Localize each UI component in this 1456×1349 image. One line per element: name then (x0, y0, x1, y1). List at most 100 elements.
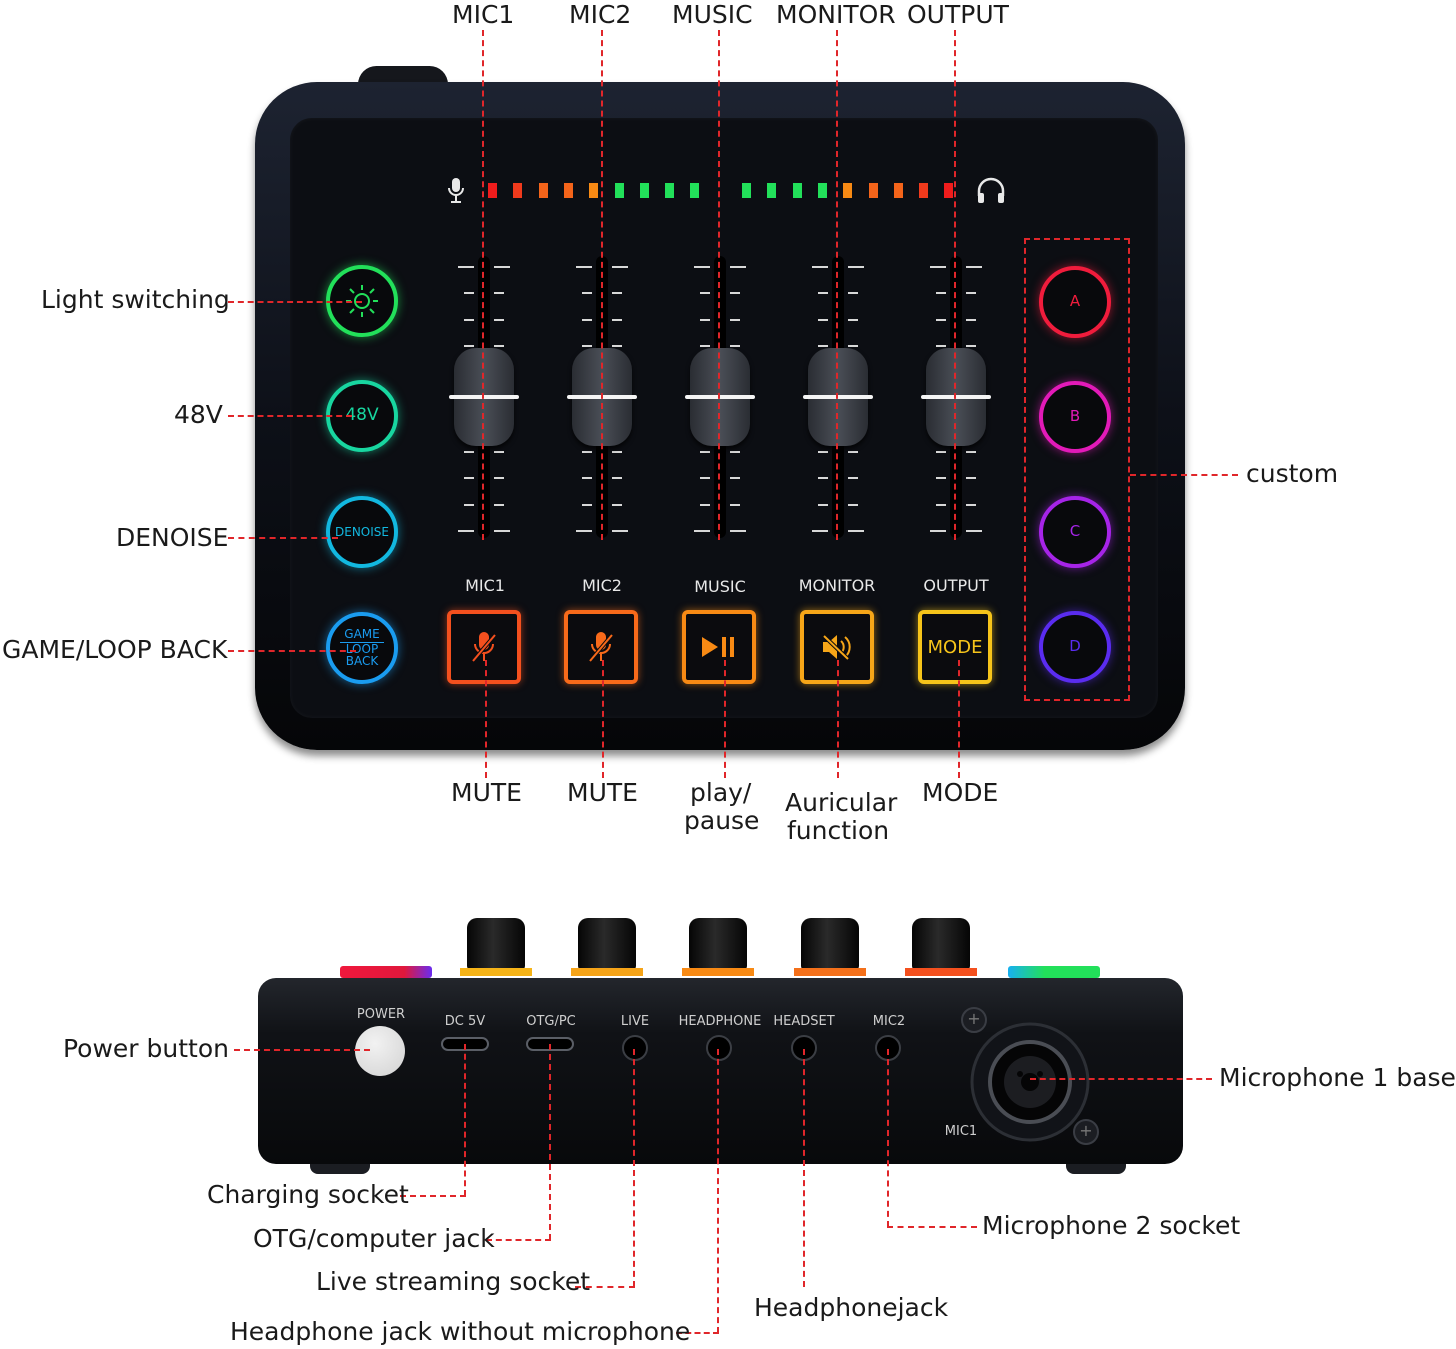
power-button[interactable] (355, 1026, 405, 1076)
microphone-icon (447, 177, 465, 209)
fader-tick (848, 318, 858, 321)
leader-mic1 (482, 30, 484, 540)
screw-icon: + (1073, 1119, 1099, 1145)
fader-tick (730, 503, 740, 506)
label-denoise: DENOISE (116, 523, 229, 552)
top-label-monitor: MONITOR (776, 0, 896, 29)
channel-label-monitor: MONITOR (798, 576, 876, 595)
foot-left (310, 1164, 370, 1174)
side-knob-base-4 (794, 968, 866, 976)
meter-led (538, 183, 548, 198)
mic1-xlr-socket[interactable] (968, 1020, 1092, 1144)
fader-tick (464, 477, 474, 480)
channel-label-music: MUSIC (694, 577, 746, 596)
live-jack[interactable] (622, 1035, 648, 1061)
leader-mute1 (485, 660, 487, 778)
mode-button[interactable]: MODE (918, 610, 992, 684)
screw-icon: + (961, 1007, 987, 1033)
fader-tick (612, 477, 622, 480)
leader-light (228, 301, 362, 303)
label-charging-socket: Charging socket (207, 1180, 409, 1209)
fader-tick (936, 450, 946, 453)
headphones-icon (976, 177, 1006, 208)
fader-tick (936, 503, 946, 506)
label-mute-2: MUTE (567, 778, 638, 807)
fader-tick (494, 450, 504, 453)
custom-a-button[interactable]: A (1039, 266, 1111, 338)
fader-tick (694, 266, 710, 268)
custom-d-button[interactable]: D (1039, 611, 1111, 683)
leader-mic1-base (1030, 1078, 1212, 1080)
fader-tick (494, 318, 504, 321)
fader-tick (966, 530, 982, 532)
meter-led (614, 183, 624, 198)
port-label-dc5v: DC 5V (444, 1014, 486, 1029)
label-custom: custom (1246, 459, 1339, 488)
fader-tick (612, 292, 622, 295)
fader-tick (464, 450, 474, 453)
top-label-mic1: MIC1 (452, 0, 515, 29)
side-knob-base-5 (905, 968, 977, 976)
fader-tick (612, 503, 622, 506)
label-game-loopback: GAME/LOOP BACK (2, 635, 228, 664)
label-play-2: pause (684, 806, 760, 835)
headphone-jack[interactable] (706, 1035, 732, 1061)
fader-tick (464, 318, 474, 321)
port-label-power: POWER (356, 1007, 406, 1022)
fader-indicator (921, 395, 991, 399)
custom-b-button[interactable]: B (1039, 381, 1111, 453)
side-knob-base-1 (460, 968, 532, 976)
play-pause-icon (702, 637, 734, 657)
mic1-mute-button[interactable] (447, 610, 521, 684)
speaker-mute-icon (822, 634, 851, 661)
fader-tick (464, 292, 474, 295)
leader-mic2-h (887, 1226, 977, 1228)
side-knob-base-2 (571, 968, 643, 976)
meter-led (919, 183, 929, 198)
fader-tick (582, 292, 592, 295)
fader-tick (582, 477, 592, 480)
denoise-button[interactable]: DENOISE (326, 496, 398, 568)
leader-power (234, 1049, 370, 1051)
48v-button-label: 48V (345, 405, 379, 426)
fader-tick (812, 266, 828, 268)
fader-tick (966, 292, 976, 295)
side-knob-base-3 (682, 968, 754, 976)
channel-label-mic1: MIC1 (465, 576, 505, 595)
fader-tick (576, 530, 592, 532)
meter-led (513, 183, 523, 198)
fader-tick (818, 345, 828, 348)
fader-tick (818, 477, 828, 480)
meter-led (665, 183, 675, 198)
leader-headset-v (803, 1049, 805, 1287)
meter-led (563, 183, 573, 198)
denoise-button-label: DENOISE (335, 524, 389, 539)
fader-tick (612, 266, 628, 268)
play-pause-button[interactable] (682, 610, 756, 684)
meter-led (944, 183, 954, 198)
fader-tick (464, 503, 474, 506)
fader-tick (848, 530, 864, 532)
fader-tick (494, 477, 504, 480)
fader-tick (730, 318, 740, 321)
leader-mic2-v (887, 1049, 889, 1227)
fader-tick (812, 530, 828, 532)
custom-c-button[interactable]: C (1039, 496, 1111, 568)
fader-tick (700, 345, 710, 348)
fader-tick (612, 530, 628, 532)
label-mode: MODE (922, 778, 999, 807)
channel-label-output: OUTPUT (923, 576, 989, 595)
fader-tick (848, 450, 858, 453)
leader-charging-h (400, 1195, 466, 1197)
game-loopback-button[interactable]: GAME LOOP BACK (326, 612, 398, 684)
custom-c-label: C (1069, 522, 1081, 541)
label-play-1: play/ (690, 778, 752, 807)
fader-tick (818, 318, 828, 321)
mic2-mute-button[interactable] (564, 610, 638, 684)
meter-led (589, 183, 599, 198)
fader-tick (930, 266, 946, 268)
meter-led (767, 183, 777, 198)
fader-tick (818, 292, 828, 295)
top-label-music: MUSIC (672, 0, 753, 29)
meter-led (488, 183, 497, 198)
